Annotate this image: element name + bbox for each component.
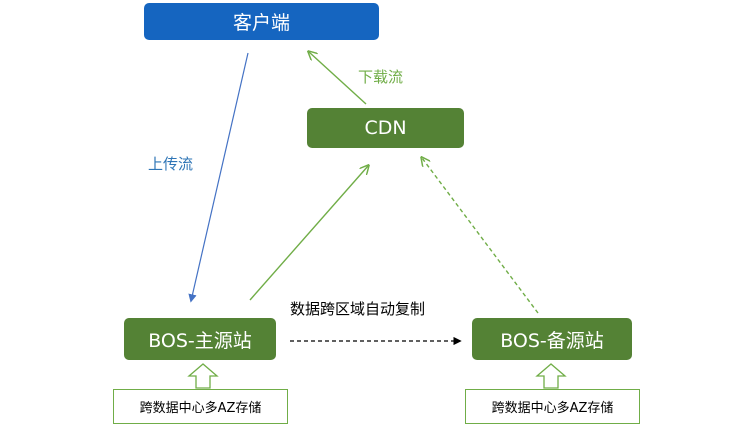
backup-to-cdn-arrow bbox=[422, 158, 539, 314]
bos-backup-label: BOS-备源站 bbox=[500, 329, 604, 352]
bos-backup-node: BOS-备源站 bbox=[472, 318, 632, 360]
storage-main-label: 跨数据中心多AZ存储 bbox=[139, 401, 262, 416]
client-node: 客户端 bbox=[144, 3, 379, 40]
storage-main-up-arrow bbox=[187, 363, 219, 389]
upload-flow-label: 上传流 bbox=[148, 155, 194, 173]
cdn-node: CDN bbox=[307, 108, 464, 148]
storage-backup-up-arrow bbox=[535, 363, 567, 389]
download-flow-label: 下载流 bbox=[358, 68, 404, 86]
upload-flow-arrow bbox=[188, 52, 249, 303]
client-label: 客户端 bbox=[232, 12, 290, 34]
main-to-cdn-arrow bbox=[249, 166, 368, 301]
bos-main-node: BOS-主源站 bbox=[124, 318, 276, 360]
cdn-label: CDN bbox=[364, 117, 407, 139]
storage-backup-label: 跨数据中心多AZ存储 bbox=[491, 401, 614, 416]
download-flow-arrow bbox=[309, 52, 367, 105]
bos-main-label: BOS-主源站 bbox=[148, 329, 252, 352]
replication-label: 数据跨区域自动复制 bbox=[290, 300, 426, 318]
storage-main-box: 跨数据中心多AZ存储 bbox=[113, 389, 288, 424]
storage-backup-box: 跨数据中心多AZ存储 bbox=[465, 389, 640, 424]
